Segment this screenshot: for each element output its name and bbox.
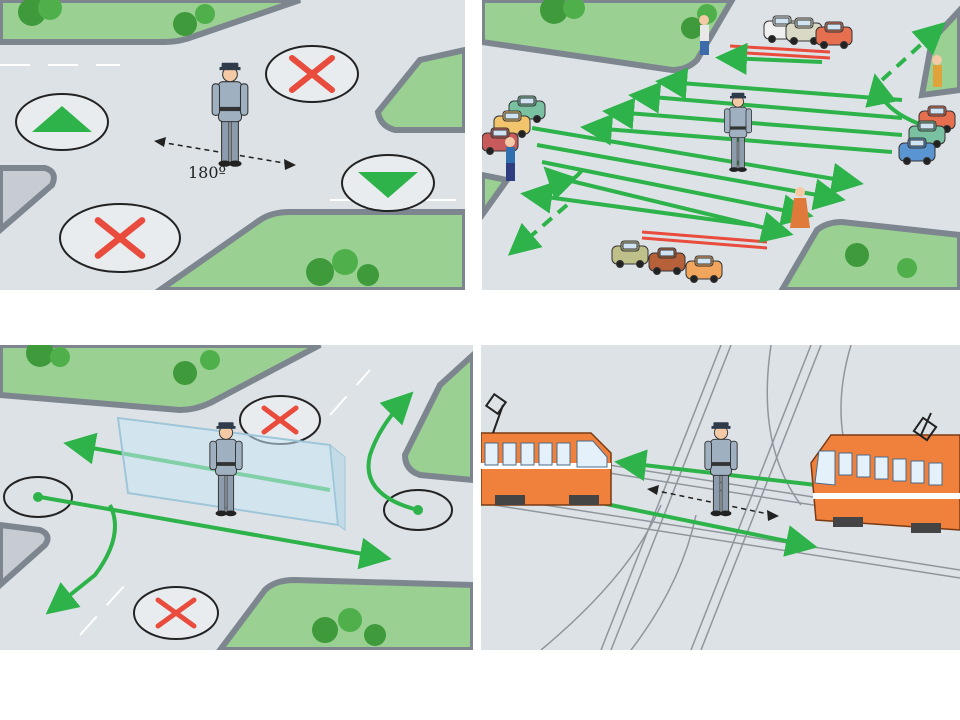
intersection-diagram-3 — [0, 345, 473, 650]
tree-icon — [26, 345, 386, 646]
red-cross-icon — [59, 45, 359, 273]
tree-icon — [18, 0, 379, 286]
panel-tram-intersection — [481, 345, 960, 650]
angle-label: 180º — [188, 163, 226, 182]
tram-icon — [810, 412, 960, 533]
red-cross-icon — [133, 395, 321, 640]
green-triangle-icon — [15, 93, 435, 212]
panel-officer-facing-screen — [0, 345, 473, 650]
intersection-diagram-4 — [481, 345, 960, 650]
intersection-diagram-2 — [482, 0, 960, 290]
panel-arm-raised-traffic-flow — [482, 0, 960, 290]
pedestrian-icon — [505, 15, 942, 228]
traffic-flow-arrows — [520, 42, 923, 243]
panel-signal-arms-sideways: 180º — [0, 0, 465, 290]
tree-icon — [540, 0, 917, 278]
tram-icon — [481, 392, 612, 506]
intersection-diagram-1: 180º — [0, 0, 465, 290]
